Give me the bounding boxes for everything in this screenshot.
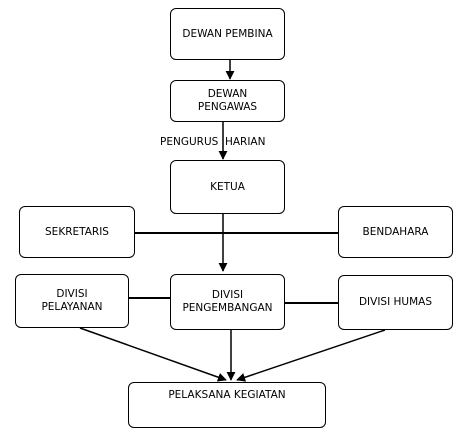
label-pengurus-harian: PENGURUS HARIAN (160, 136, 266, 148)
box-sekretaris: SEKRETARIS (19, 206, 135, 258)
connector-pelayanan-pelaksana (79, 327, 227, 382)
box-bendahara: BENDAHARA (338, 206, 453, 258)
box-divisi-pelayanan: DIVISI PELAYANAN (15, 274, 129, 328)
box-dewan-pengawas: DEWAN PENGAWAS (170, 80, 285, 122)
box-divisi-pengembangan: DIVISI PENGEMBANGAN (170, 274, 285, 330)
box-divisi-humas: DIVISI HUMAS (338, 275, 453, 330)
connector-humas-pelaksana (236, 329, 386, 382)
box-ketua: KETUA (170, 160, 285, 214)
box-dewan-pembina: DEWAN PEMBINA (170, 8, 285, 60)
box-pelaksana-kegiatan: PELAKSANA KEGIATAN (128, 382, 326, 428)
